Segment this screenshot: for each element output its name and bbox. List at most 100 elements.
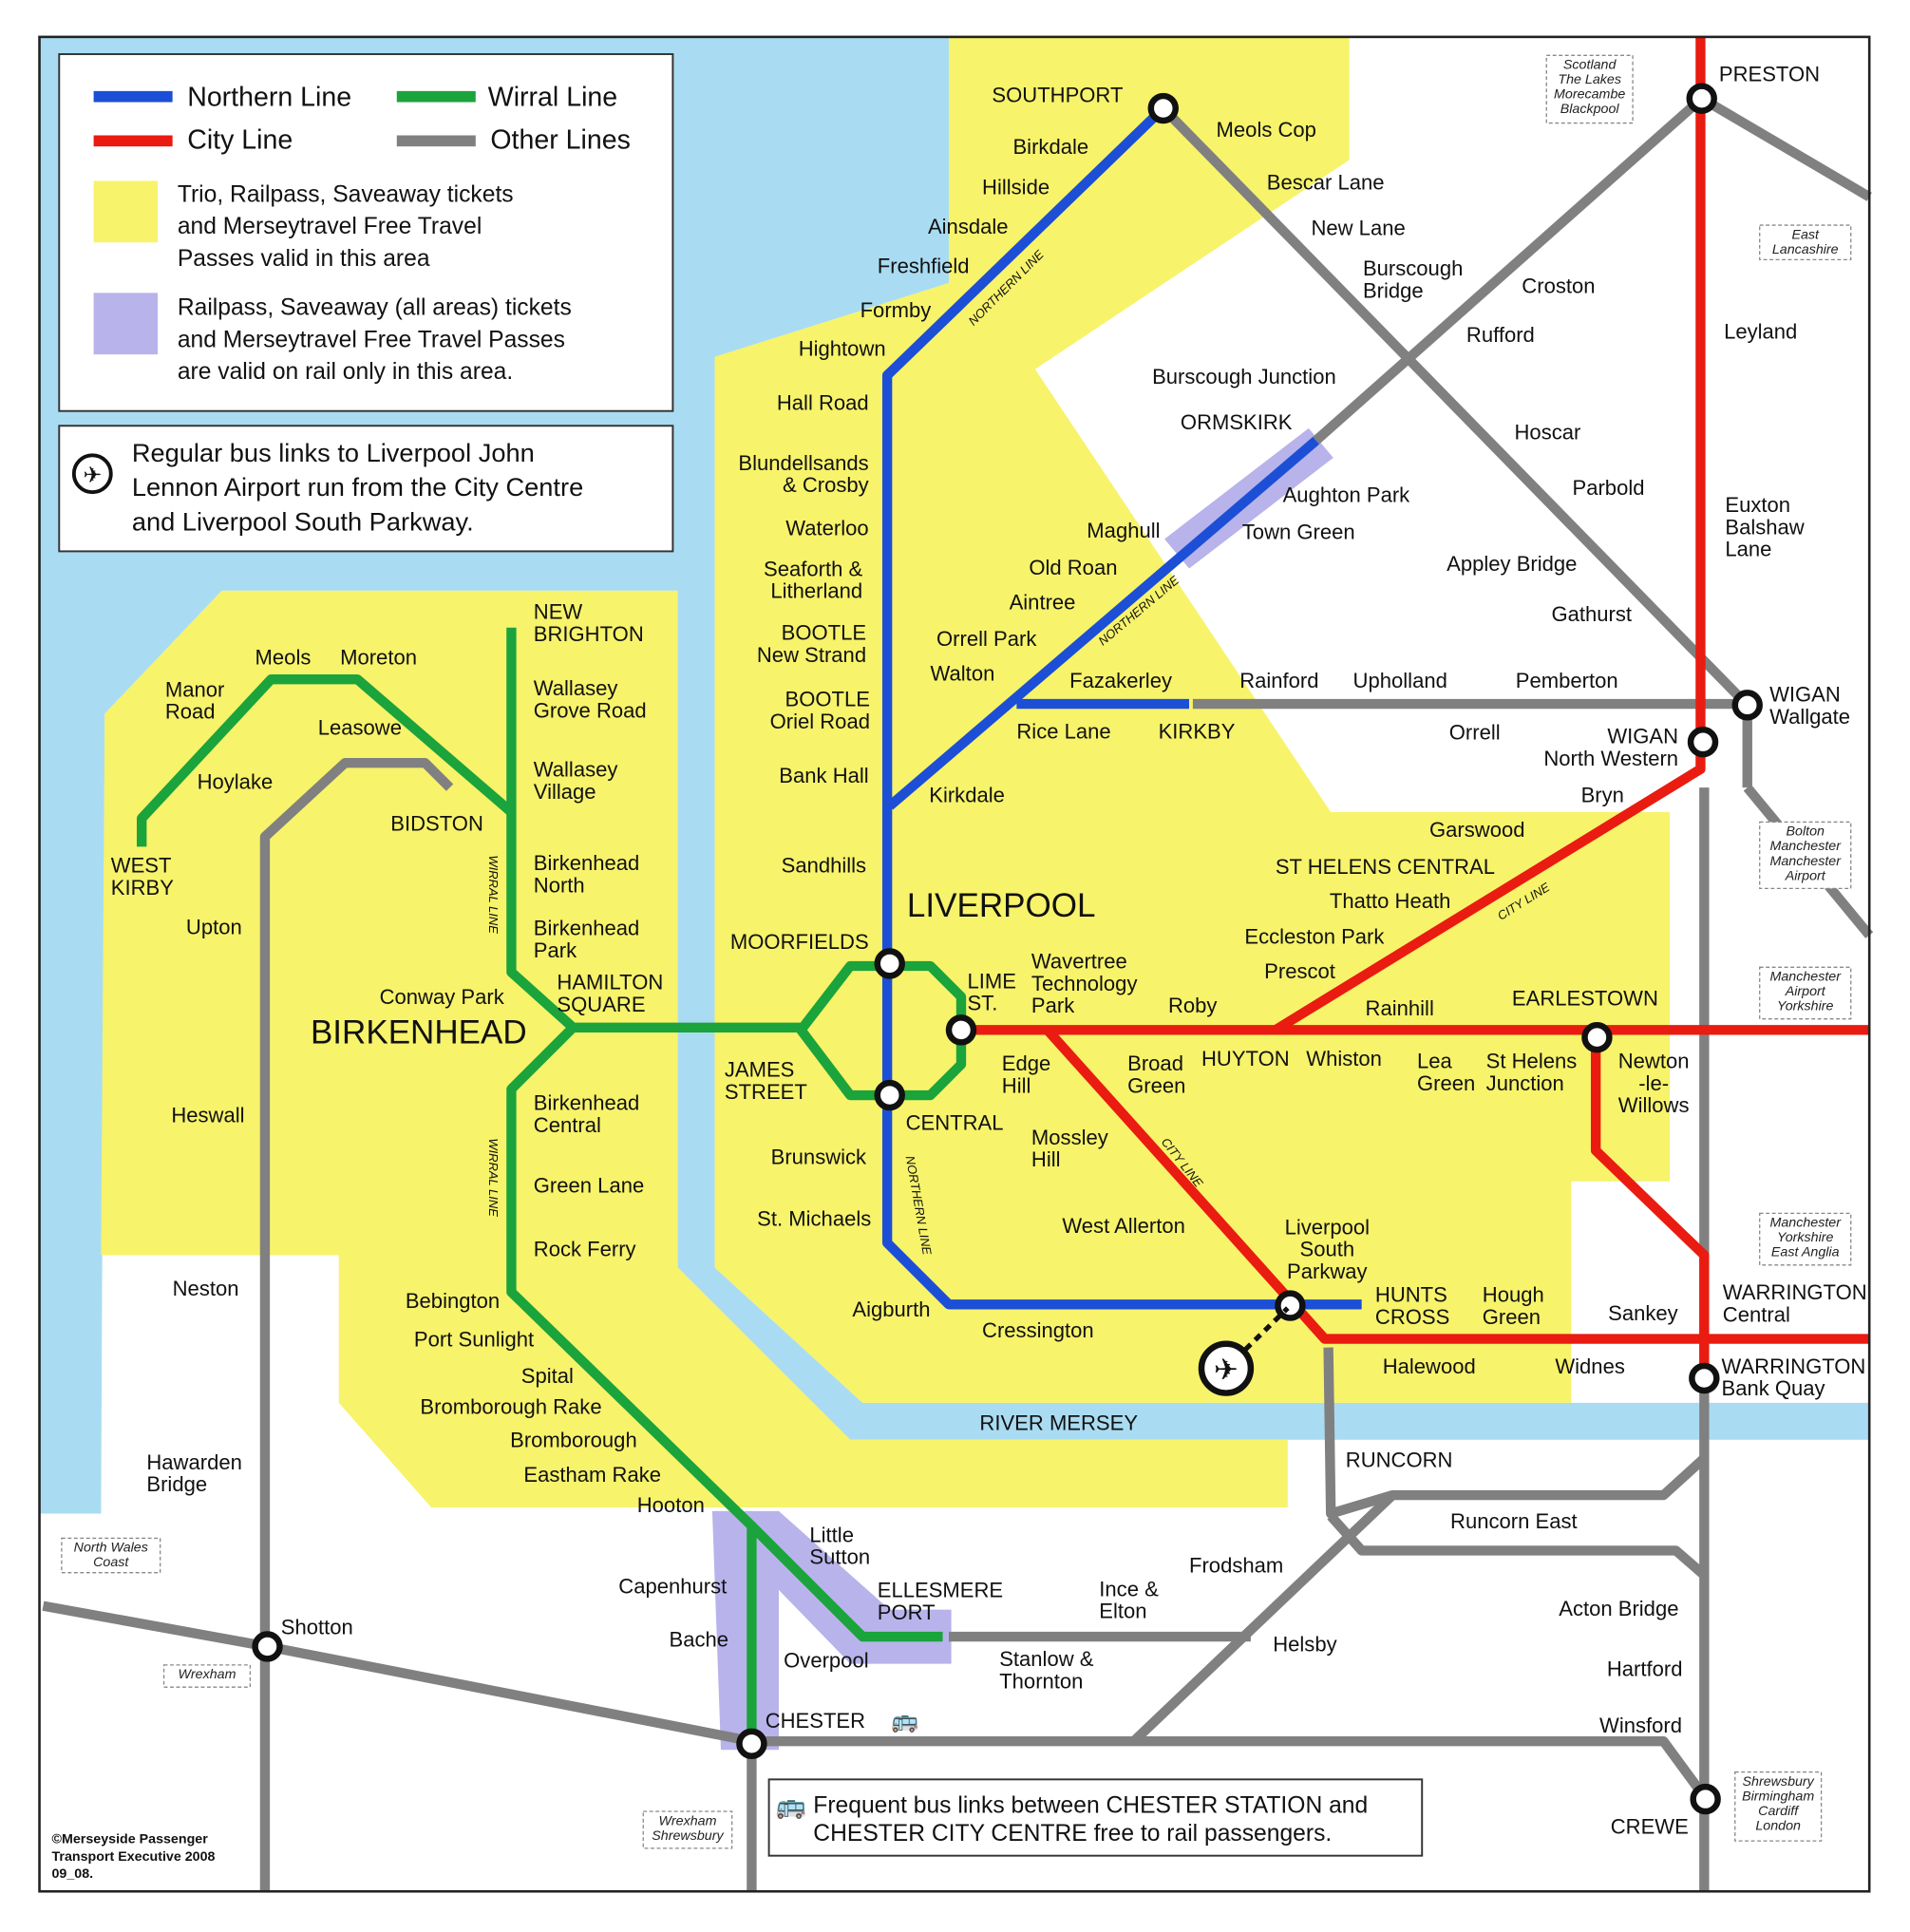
station-name-line: SOUTHPORT	[992, 84, 1123, 107]
station-label-moreton: Moreton	[340, 646, 417, 670]
station-name-line: CROSS	[1375, 1305, 1449, 1329]
station-name-line: Rainhill	[1366, 996, 1434, 1020]
station-label-runcorn: RUNCORN	[1346, 1448, 1453, 1471]
station-label-prescot: Prescot	[1264, 959, 1335, 983]
station-name-line: Walton	[931, 661, 995, 685]
station-label-frodsham: Frodsham	[1189, 1554, 1283, 1578]
station-label-hightown: Hightown	[799, 336, 886, 360]
direction-text: Wrexham	[178, 1667, 236, 1682]
station-name-line: Oriel Road	[770, 710, 870, 733]
station-label-southport: SOUTHPORT	[992, 84, 1123, 107]
station-name-line: Rock Ferry	[534, 1238, 636, 1261]
station-name-line: Bromborough Rake	[420, 1395, 601, 1419]
station-label-brunswick: Brunswick	[771, 1146, 867, 1169]
station-label-kirkdale: Kirkdale	[929, 784, 1005, 807]
station-name-line: Village	[534, 780, 596, 804]
station-name-line: Stanlow &	[999, 1647, 1094, 1671]
station-name-line: Leyland	[1724, 319, 1797, 343]
line-ormskirk-preston	[1313, 94, 1706, 445]
station-name-line: SQUARE	[557, 993, 645, 1016]
station-name-line: Frodsham	[1189, 1554, 1283, 1578]
station-name-line: Capenhurst	[618, 1575, 727, 1599]
station-name-line: CENTRAL	[906, 1110, 1004, 1134]
station-name-line: Bank Hall	[779, 764, 868, 787]
station-name-line: Burscough	[1363, 256, 1463, 280]
station-name-line: Birkdale	[1012, 135, 1088, 159]
legend-other-swatch	[396, 135, 476, 147]
interchange-station-marker	[1687, 727, 1719, 758]
station-name-line: Lane	[1725, 538, 1771, 561]
station-name-line: Shotton	[281, 1615, 353, 1638]
station-name-line: Green	[1417, 1071, 1475, 1095]
chester-bus-note: 🚌 Frequent bus links between CHESTER STA…	[767, 1778, 1424, 1857]
direction-text: Blackpool	[1560, 102, 1620, 117]
interchange-station-marker	[1147, 92, 1179, 124]
station-name-line: Aughton Park	[1283, 483, 1411, 507]
station-name-line: Thatto Heath	[1330, 889, 1450, 913]
bus-icon: 🚌	[891, 1708, 918, 1733]
direction-text: Yorkshire	[1777, 999, 1834, 1014]
station-name-line: -le-	[1638, 1071, 1669, 1095]
station-label-parbold: Parbold	[1573, 476, 1645, 500]
station-label-shotton: Shotton	[281, 1615, 353, 1638]
station-name-line: KIRKBY	[1159, 719, 1236, 743]
station-label-roby: Roby	[1168, 994, 1217, 1017]
station-label-thatto-heath: Thatto Heath	[1330, 889, 1450, 913]
station-name-line: CHESTER	[766, 1709, 865, 1733]
station-name-line: ORMSKIRK	[1181, 410, 1293, 434]
direction-text: Shrewsbury	[1743, 1774, 1815, 1790]
station-name-line: Green	[1127, 1073, 1185, 1097]
line-helsby	[1130, 1491, 1396, 1745]
station-label-earlestown: EARLESTOWN	[1512, 986, 1658, 1010]
station-label-aintree: Aintree	[1010, 590, 1076, 614]
direction-text: Manchester	[1769, 970, 1842, 985]
station-name-line: Rice Lane	[1016, 719, 1110, 743]
station-name-line: Prescot	[1264, 959, 1335, 983]
station-label-ainsdale: Ainsdale	[928, 215, 1009, 238]
station-name-line: STREET	[725, 1080, 807, 1104]
station-label-river-mersey: RIVER MERSEY	[979, 1411, 1138, 1434]
direction-text: Morecambe	[1554, 87, 1625, 103]
station-name-line: Broad	[1127, 1051, 1183, 1075]
legend-purple-text: Railpass, Saveaway (all areas) tickets a…	[178, 295, 578, 385]
station-label-rainhill: Rainhill	[1366, 996, 1434, 1020]
station-name-line: Bache	[669, 1627, 728, 1651]
station-label-fazakerley: Fazakerley	[1069, 669, 1172, 692]
station-label-bescar-lane: Bescar Lane	[1267, 171, 1385, 195]
direction-box-wrexham: Wrexham	[162, 1664, 252, 1688]
station-name-line: Birkenhead	[534, 917, 640, 940]
northern-line	[881, 104, 1362, 1310]
station-name-line: Formby	[860, 298, 932, 322]
station-name-line: Bridge	[1363, 279, 1424, 303]
legend-yellow-swatch	[93, 180, 159, 243]
station-name-line: HUYTON	[1201, 1047, 1290, 1070]
station-name-line: HAMILTON	[557, 971, 663, 994]
station-label-moorfields: MOORFIELDS	[730, 930, 869, 954]
station-label-bidston: BIDSTON	[390, 812, 483, 836]
station-name-line: Overpool	[784, 1648, 868, 1672]
direction-text: Airport	[1785, 984, 1826, 999]
interchange-station-marker	[1731, 690, 1763, 721]
station-name-line: Maghull	[1087, 519, 1160, 542]
station-name-line: Technology	[1031, 972, 1138, 995]
line-chester-crewe	[751, 1736, 1709, 1800]
station-name-line: Sandhills	[782, 854, 866, 878]
station-name-line: Bescar Lane	[1267, 171, 1385, 195]
station-name-line: Edge	[1002, 1051, 1050, 1075]
station-label-preston: PRESTON	[1719, 63, 1820, 86]
station-name-line: Manor	[165, 677, 224, 701]
station-label-meols: Meols	[255, 646, 312, 670]
station-name-line: Balshaw	[1725, 515, 1804, 539]
station-name-line: Birkenhead	[534, 1091, 640, 1115]
interchange-station-marker	[1581, 1021, 1613, 1053]
station-label-appley-bridge: Appley Bridge	[1447, 552, 1577, 576]
